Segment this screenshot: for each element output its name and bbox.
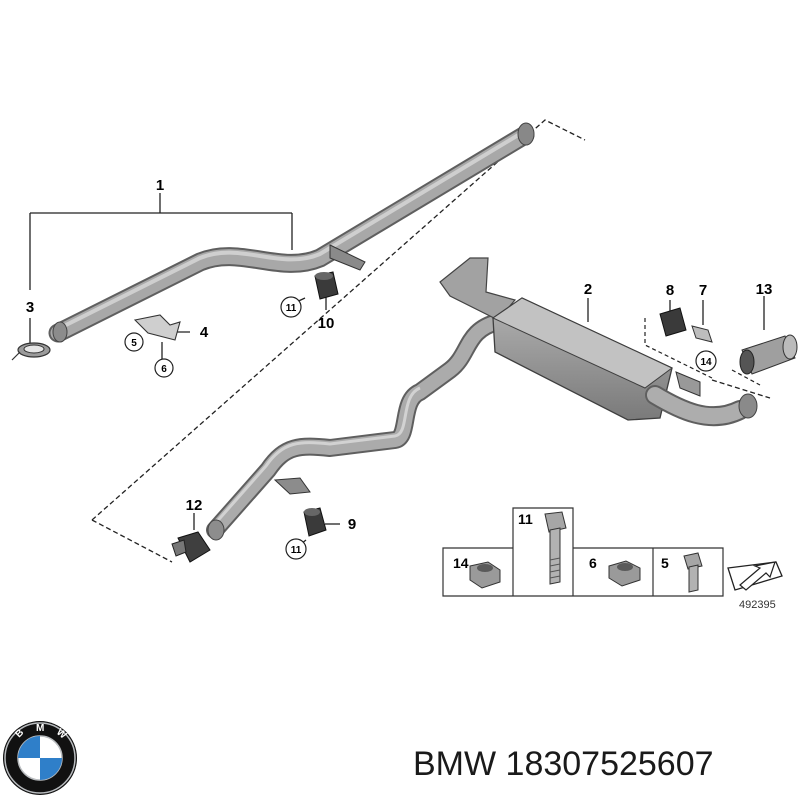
hardware-cell-6-label: 6: [589, 555, 597, 571]
hardware-table: 14 11 6 5: [442, 507, 783, 597]
bolt-11-icon: [544, 511, 567, 585]
callout-4: 4: [200, 324, 209, 341]
callout-12: 12: [186, 497, 203, 514]
hardware-cell-5-label: 5: [661, 555, 669, 571]
clamp-part-3: [11, 342, 51, 361]
image-number: 492395: [739, 599, 776, 611]
rubber-mount-part-10: [314, 271, 339, 300]
rubber-mount-part-8: [659, 307, 687, 337]
rear-pipe: [206, 313, 507, 541]
hex-nut-14-icon: [469, 561, 501, 589]
callout-9: 9: [348, 516, 356, 533]
callout-11-circled-upper: 11: [286, 303, 297, 314]
hardware-cell-14-label: 14: [453, 555, 469, 571]
callout-10: 10: [318, 315, 335, 332]
callout-7: 7: [699, 282, 707, 299]
callout-1: 1: [156, 177, 164, 194]
system-outline-dashed: [91, 119, 771, 563]
part-caption: BMW 18307525607: [413, 745, 714, 783]
callout-8: 8: [666, 282, 674, 299]
callout-11-circled-lower: 11: [291, 545, 302, 556]
hardware-cell-11-label: 11: [518, 511, 533, 527]
bmw-logo: B M W: [3, 721, 77, 795]
direction-arrow-icon: [727, 561, 783, 591]
callout-14-circled: 14: [700, 357, 712, 368]
tailpipe-group-dashed: [644, 318, 761, 386]
leader-lines: [29, 193, 765, 549]
bracket-part-7: [691, 325, 713, 343]
callout-2: 2: [584, 281, 592, 298]
logo-letter-m: M: [36, 723, 44, 734]
tailpipe-trim-part-13: [739, 334, 798, 375]
callout-5-circled: 5: [131, 338, 137, 349]
hex-nut-6-icon: [608, 560, 641, 587]
callout-6-circled: 6: [161, 364, 167, 375]
bracket-part-4: [133, 314, 181, 341]
clamp-part-12: [171, 531, 211, 563]
callout-3: 3: [26, 299, 34, 316]
rubber-mount-part-9: [303, 507, 327, 537]
callout-13: 13: [756, 281, 773, 298]
front-pipe: [48, 122, 535, 343]
rear-muffler: [439, 257, 758, 427]
bolt-5-icon: [683, 552, 703, 593]
